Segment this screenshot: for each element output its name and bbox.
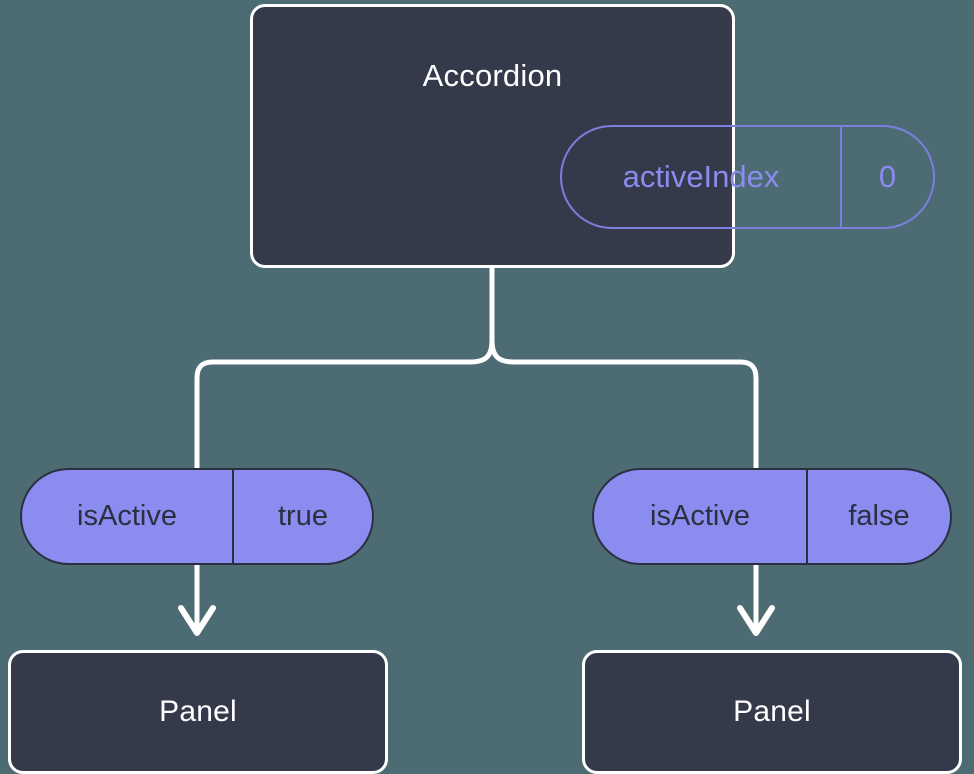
arrow-left-head xyxy=(178,605,216,636)
node-panel-left[interactable]: Panel xyxy=(8,650,388,774)
prop-badge-isactive-true[interactable]: isActive true xyxy=(20,468,374,565)
prop-badge-key: isActive xyxy=(77,500,177,532)
state-badge-activeindex[interactable]: activeIndex 0 xyxy=(560,125,935,229)
fork-branch-left xyxy=(194,337,495,381)
prop-badge-isactive-false[interactable]: isActive false xyxy=(592,468,952,565)
fork-branch-right xyxy=(489,337,759,381)
prop-badge-value: true xyxy=(232,470,372,563)
node-accordion-title: Accordion xyxy=(422,58,563,93)
node-accordion[interactable]: Accordion activeIndex 0 xyxy=(250,4,935,268)
state-badge-value: 0 xyxy=(840,127,933,227)
arrow-right-head xyxy=(737,605,775,636)
node-panel-right[interactable]: Panel xyxy=(582,650,962,774)
prop-badge-value: false xyxy=(806,470,950,563)
node-panel-right-title: Panel xyxy=(733,695,811,728)
prop-badge-key: isActive xyxy=(650,500,750,532)
state-badge-key: activeIndex xyxy=(622,159,780,194)
node-panel-left-title: Panel xyxy=(159,695,237,728)
